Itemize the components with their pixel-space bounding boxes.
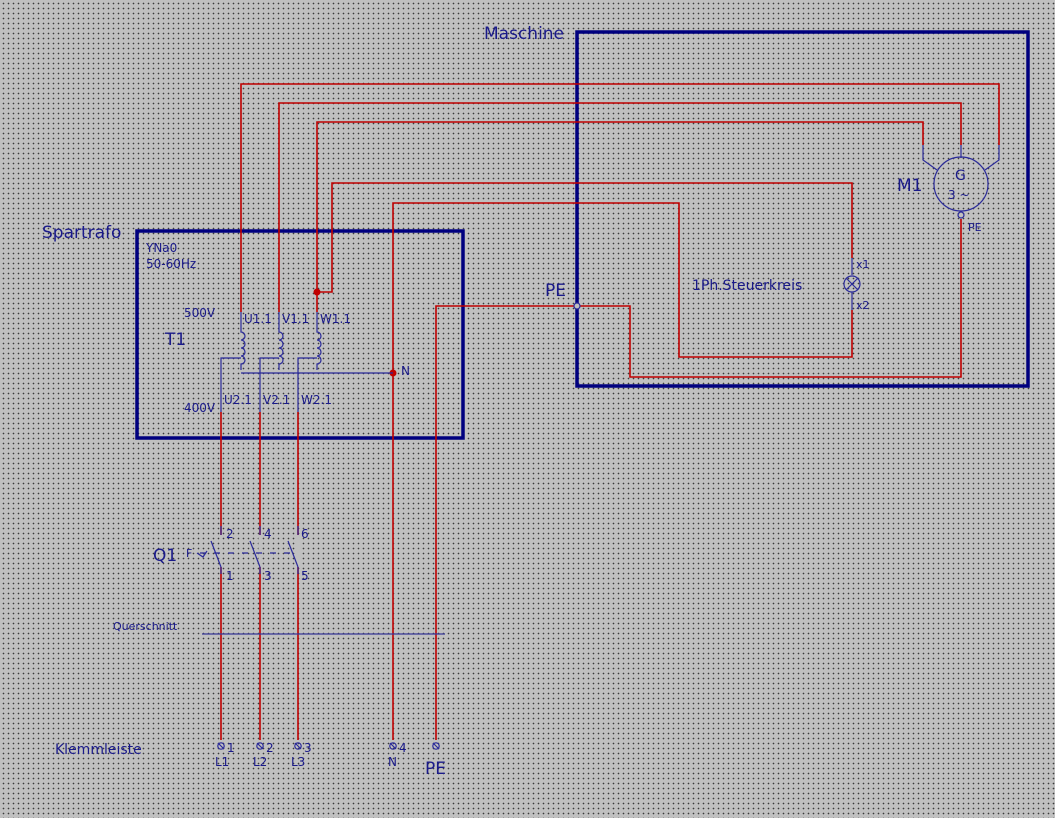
control-circuit-label: 1Ph.Steuerkreis — [692, 278, 802, 294]
motor-pe-terminal — [957, 211, 965, 219]
wire-control-x1[interactable] — [317, 182, 853, 293]
breaker-trip-symbol: F — [186, 547, 192, 560]
terminal-strip-terminals[interactable] — [217, 742, 440, 750]
terminal-n[interactable] — [389, 742, 397, 750]
terminal-pe-name: PE — [425, 759, 446, 779]
terminal-v2: V2.1 — [263, 393, 290, 407]
neutral-label: N — [401, 364, 410, 378]
trafo-secondary-voltage: 400V — [184, 401, 216, 415]
terminal-u2: U2.1 — [224, 393, 252, 407]
wire-control-x2[interactable] — [392, 202, 853, 373]
terminal-3-name: L3 — [291, 755, 305, 769]
motor-ref: M1 — [897, 176, 922, 196]
trafo-frame[interactable] — [135, 229, 465, 440]
trafo-primary-voltage: 500V — [184, 306, 216, 320]
terminal-2-name: L2 — [253, 755, 267, 769]
terminal-v1: V1.1 — [282, 312, 309, 326]
breaker-ref: Q1 — [153, 546, 177, 566]
terminal-l3[interactable] — [294, 742, 302, 750]
terminal-w2: W2.1 — [301, 393, 332, 407]
breaker-terminal-2: 2 — [226, 527, 234, 541]
lamp-x1-label: x1 — [856, 258, 870, 271]
wire-v1-to-motor[interactable] — [278, 102, 962, 312]
terminal-1-name: L1 — [215, 755, 229, 769]
breaker-terminal-3: 3 — [264, 569, 272, 583]
terminal-l2[interactable] — [256, 742, 264, 750]
terminal-w1: W1.1 — [320, 312, 351, 326]
terminal-u1: U1.1 — [244, 312, 272, 326]
lamp-x2-label: x2 — [856, 299, 870, 312]
wire-u1-to-motor[interactable] — [240, 83, 1000, 312]
terminal-1-num: 1 — [227, 741, 235, 755]
breaker-terminal-5: 5 — [301, 569, 309, 583]
terminal-pe[interactable] — [432, 742, 440, 750]
pe-junction-terminal — [573, 302, 581, 310]
wire-pe[interactable] — [435, 219, 962, 740]
terminal-2-num: 2 — [266, 741, 274, 755]
trafo-windings — [220, 312, 393, 412]
terminal-4-num: 4 — [399, 741, 407, 755]
wire-w1-to-motor[interactable] — [316, 121, 924, 312]
breaker-terminal-4: 4 — [264, 527, 272, 541]
trafo-frequency: 50-60Hz — [146, 257, 196, 271]
machine-title: Maschine — [484, 24, 564, 44]
trafo-vector-group: YNa0 — [145, 241, 177, 255]
terminal-3-num: 3 — [304, 741, 312, 755]
breaker-q1[interactable] — [196, 526, 300, 574]
motor-phases: 3 ~ — [948, 188, 970, 202]
terminal-strip-label: Klemmleiste — [55, 742, 142, 758]
cross-section-label: Querschnitt — [113, 620, 178, 633]
motor-symbol[interactable] — [922, 145, 1000, 219]
pe-junction-label: PE — [545, 281, 566, 301]
motor-pe-label: PE — [968, 221, 982, 234]
trafo-title: Spartrafo — [42, 223, 121, 243]
breaker-terminal-6: 6 — [301, 527, 309, 541]
breaker-terminal-1: 1 — [226, 569, 234, 583]
terminal-4-name: N — [388, 755, 397, 769]
terminal-l1[interactable] — [217, 742, 225, 750]
machine-frame[interactable] — [575, 30, 1030, 388]
lamp-symbol[interactable] — [843, 258, 861, 310]
motor-type-letter: G — [955, 168, 966, 184]
junction-dot-w1 — [313, 288, 321, 296]
trafo-ref: T1 — [164, 330, 186, 350]
